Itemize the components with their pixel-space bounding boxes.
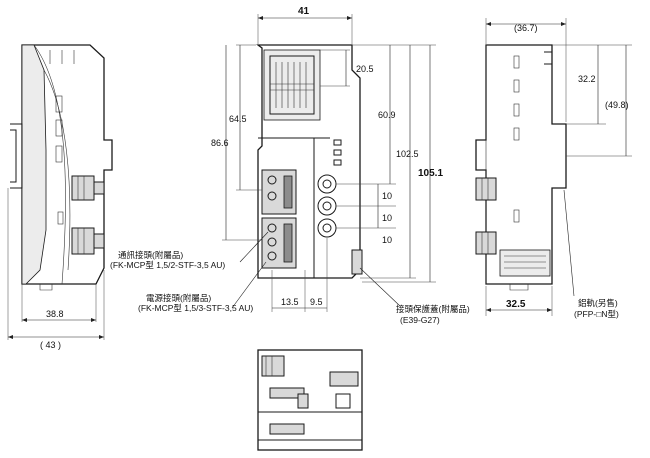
- dim-60-9: 60.9: [378, 110, 396, 120]
- power-connector-label: 電源接頭(附屬品): [146, 293, 211, 303]
- dim-41: 41: [298, 6, 310, 17]
- dim-10-b: 10: [382, 213, 392, 223]
- dim-64-5: 64.5: [229, 114, 247, 124]
- rail-model: (PFP-□N型): [574, 309, 619, 319]
- right-side-view: [475, 18, 632, 316]
- dim-102-5: 102.5: [396, 149, 419, 159]
- rail-label: 鋁軌(另售): [578, 298, 618, 308]
- left-side-view: [7, 44, 113, 340]
- dim-32-5: 32.5: [506, 299, 526, 310]
- dim-36-7: (36.7): [514, 23, 538, 33]
- dim-10-c: 10: [382, 235, 392, 245]
- power-connector-model: (FK-MCP型 1,5/3-STF-3,5 AU): [138, 303, 253, 313]
- front-view: [222, 14, 436, 312]
- cover-model: (E39-G27): [400, 315, 440, 325]
- dim-38-8: 38.8: [46, 309, 64, 319]
- dim-32-2: 32.2: [578, 74, 596, 84]
- cover-label: 接頭保護蓋(附屬品): [396, 304, 470, 314]
- dim-43: ( 43 ): [40, 340, 61, 350]
- dim-9-5: 9.5: [310, 297, 323, 307]
- comm-connector-label: 通訊接頭(附屬品): [118, 250, 183, 260]
- dim-20-5: 20.5: [356, 64, 374, 74]
- dim-13-5: 13.5: [281, 297, 299, 307]
- bottom-view: [257, 349, 363, 451]
- dim-10-a: 10: [382, 191, 392, 201]
- dim-86-6: 86.6: [211, 138, 229, 148]
- dim-49-8: (49.8): [605, 100, 629, 110]
- comm-connector-model: (FK-MCP型 1,5/2-STF-3,5 AU): [110, 260, 225, 270]
- dim-105-1: 105.1: [418, 168, 443, 179]
